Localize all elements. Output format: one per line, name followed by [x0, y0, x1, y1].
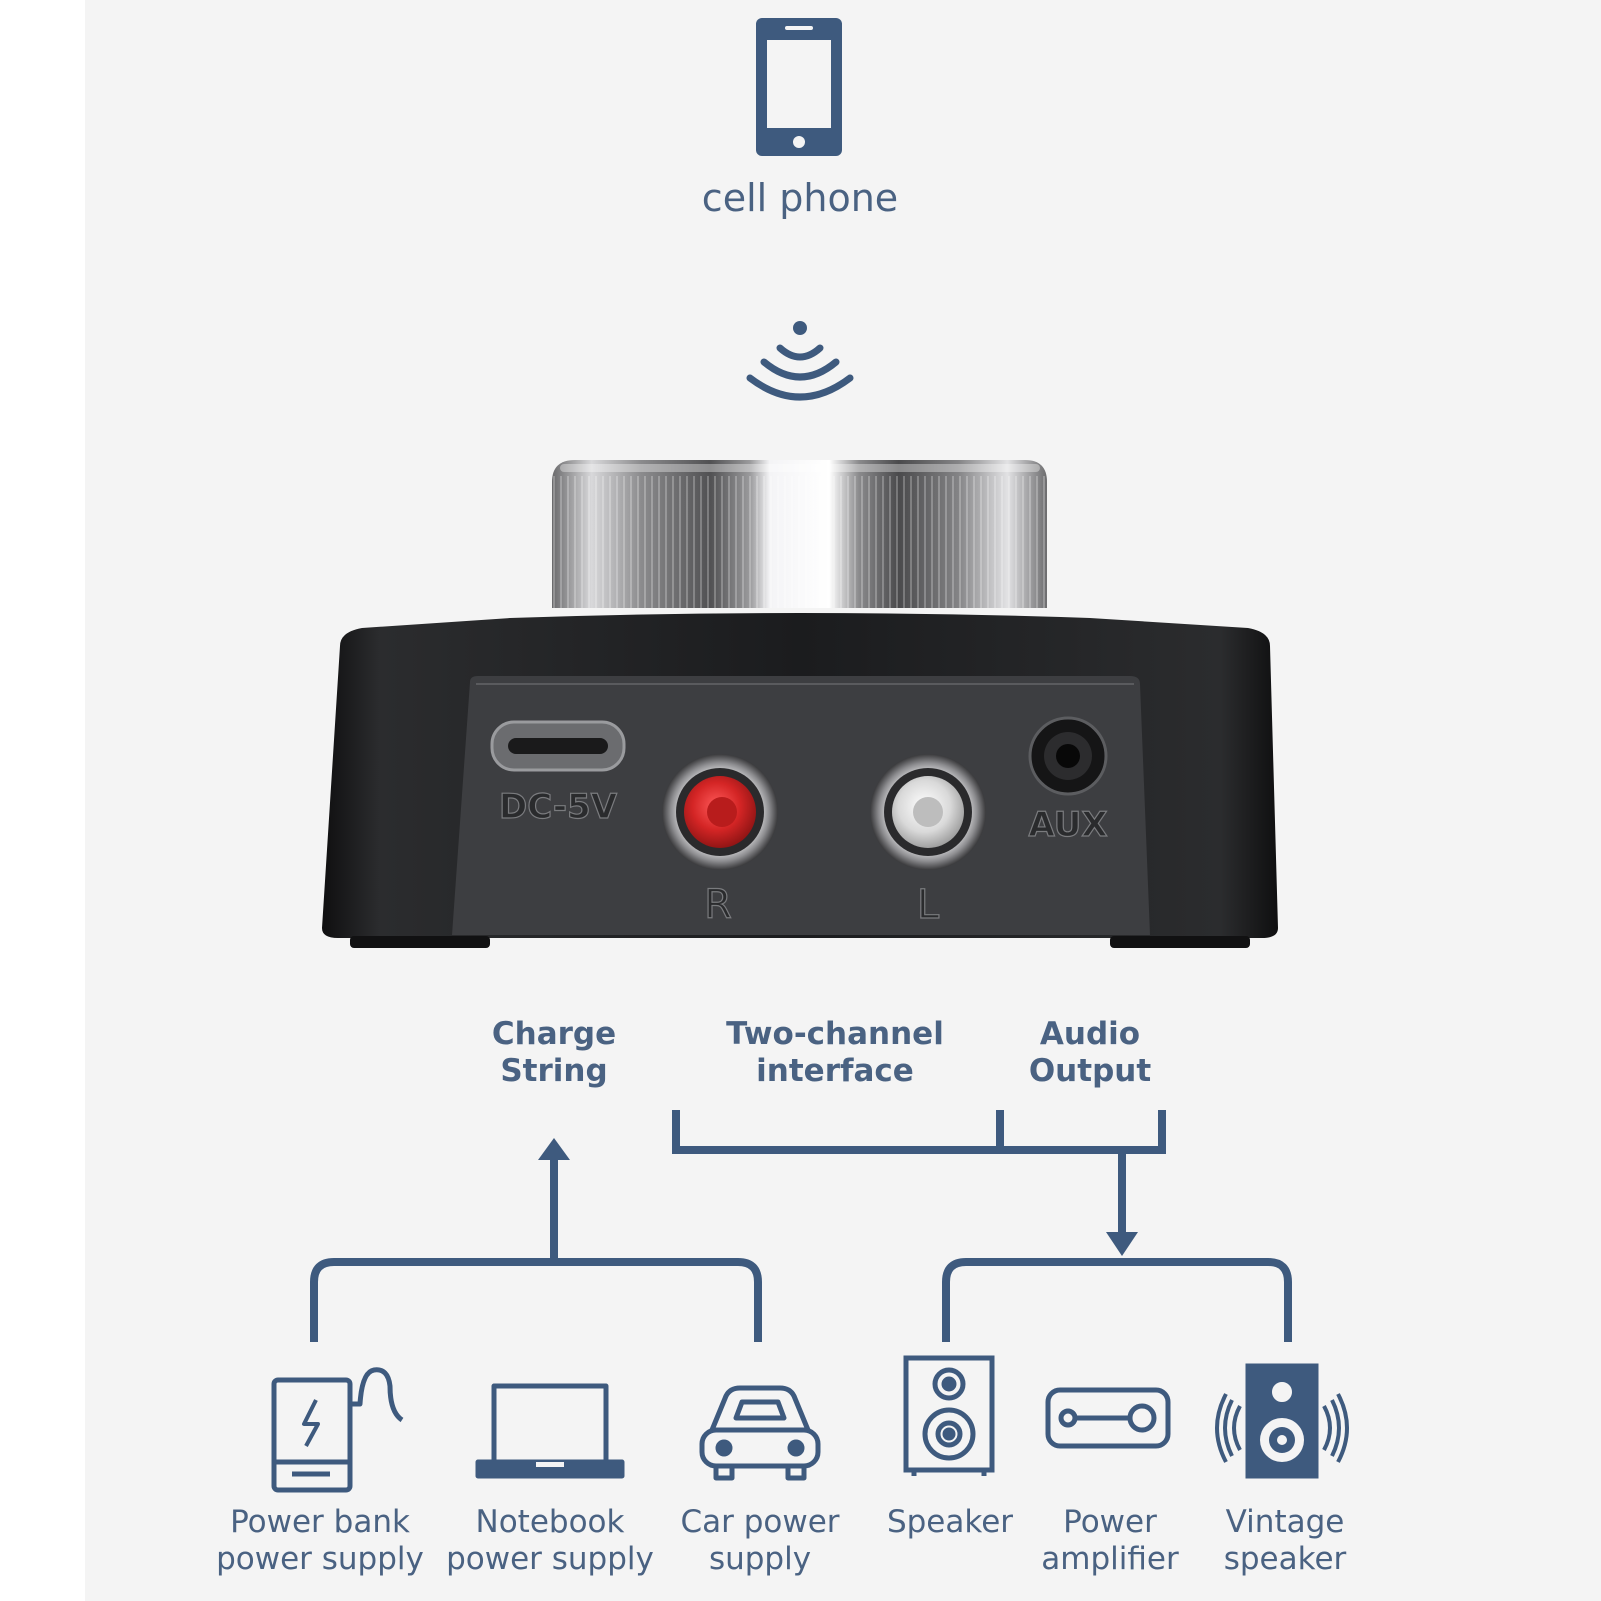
notebook-label-line-2: power supply: [446, 1540, 654, 1577]
power-connector-lines: [310, 1158, 762, 1342]
dc-port-label: DC-5V: [499, 787, 618, 827]
smartphone-icon: [756, 18, 842, 156]
left-margin-strip: [0, 0, 85, 1601]
arrow-up-icon: [538, 1138, 570, 1160]
speaker-label-line-1: Speaker: [886, 1504, 1014, 1540]
notebook-label: Notebook power supply: [430, 1504, 670, 1577]
audio-output-label-line-2: Output: [1028, 1052, 1152, 1089]
vintage-speaker-label: Vintage speaker: [1200, 1504, 1370, 1577]
rca-jack-right: [662, 754, 778, 870]
laptop-icon: [475, 1383, 625, 1479]
left-jack-label: L: [917, 882, 940, 928]
charge-label-line-1: Charge: [491, 1016, 617, 1052]
arrow-down-icon: [1106, 1232, 1138, 1256]
receiver-device: DC-5V R L AUX: [322, 613, 1278, 948]
car-power-label-line-2: supply: [708, 1540, 812, 1577]
vintage-speaker-label-line-1: Vintage: [1225, 1504, 1345, 1540]
power-bank-icon: [271, 1367, 404, 1493]
charge-string-label: Charge String: [444, 1016, 664, 1089]
two-channel-label-line-2: interface: [756, 1052, 914, 1089]
audio-output-label-line-1: Audio: [1039, 1016, 1141, 1052]
speaker-icon: [903, 1355, 995, 1476]
aux-port-label: AUX: [1028, 805, 1107, 845]
power-bank-label-line-1: Power bank: [230, 1504, 410, 1540]
speaker-label: Speaker: [870, 1504, 1030, 1541]
volume-knob: [552, 460, 1047, 608]
usb-c-port: [490, 720, 626, 772]
amplifier-label: Power amplifier: [1020, 1504, 1200, 1577]
two-channel-label-line-1: Two-channel: [726, 1016, 944, 1052]
two-channel-label: Two-channel interface: [700, 1016, 970, 1089]
output-connector-lines: [672, 1110, 1292, 1342]
vintage-speaker-icon: [1215, 1363, 1349, 1479]
audio-output-label: Audio Output: [1000, 1016, 1180, 1089]
rca-jack-left: [870, 754, 986, 870]
amplifier-label-line-1: Power: [1063, 1504, 1157, 1540]
wireless-signal-icon: [746, 321, 854, 401]
charge-label-line-2: String: [500, 1052, 608, 1089]
phone-label: cell phone: [701, 176, 899, 220]
vintage-speaker-label-line-2: speaker: [1223, 1540, 1347, 1577]
power-bank-label: Power bank power supply: [200, 1504, 440, 1577]
amplifier-label-line-2: amplifier: [1041, 1540, 1179, 1577]
power-bank-label-line-2: power supply: [216, 1540, 424, 1577]
notebook-label-line-1: Notebook: [475, 1504, 625, 1540]
aux-jack: [1028, 716, 1108, 796]
car-power-label-line-1: Car power: [680, 1504, 840, 1540]
right-jack-label: R: [704, 882, 732, 928]
amplifier-icon: [1045, 1387, 1171, 1449]
car-power-label: Car power supply: [650, 1504, 870, 1577]
car-icon: [699, 1385, 821, 1481]
